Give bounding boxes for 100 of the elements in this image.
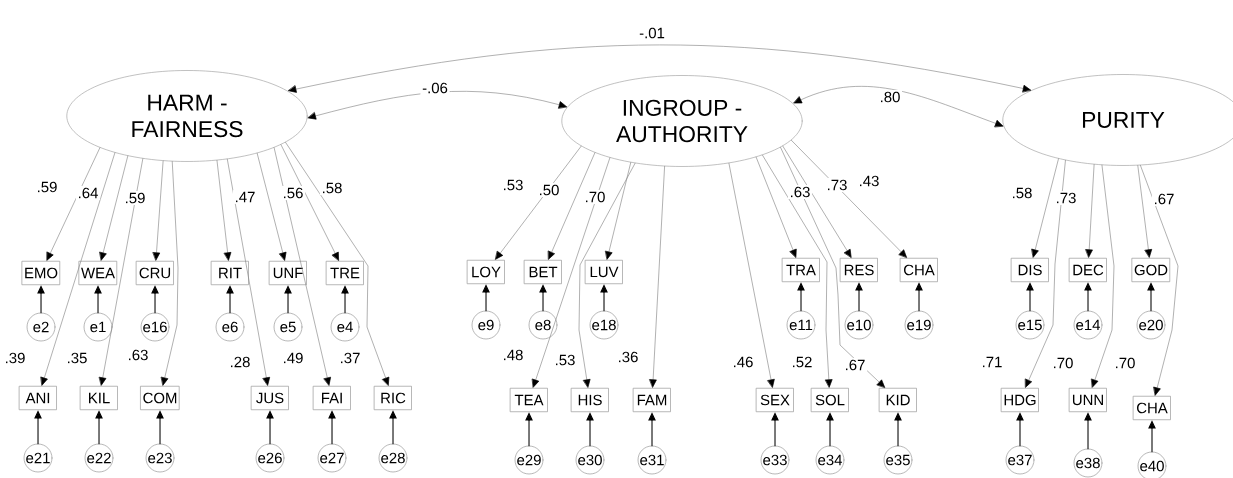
loading-arrow [1025, 159, 1066, 388]
error-arrow [1026, 282, 1034, 312]
covariance-arrow [307, 91, 567, 120]
edge-label: .67 [842, 357, 868, 373]
edge-label: .53 [500, 177, 526, 193]
loading-arrow [40, 152, 116, 386]
indicator-box: TRE [326, 260, 364, 286]
loading-arrow [99, 158, 144, 386]
indicator-box: SEX [756, 387, 794, 413]
edge-label: .59 [122, 190, 148, 206]
edge-label: .47 [232, 190, 258, 204]
error-arrow [797, 282, 805, 312]
indicator-box: CHA [1133, 395, 1171, 421]
loading-arrow [605, 162, 632, 260]
edge-label: .48 [500, 347, 526, 363]
indicator-box: JUS [251, 385, 289, 411]
edge-label: .73 [824, 177, 850, 193]
error-arrow [915, 282, 923, 312]
indicator-box: LOY [467, 259, 505, 285]
error-arrow [37, 285, 45, 314]
error-arrow [648, 412, 656, 447]
error-arrow [284, 285, 292, 314]
loading-arrow [495, 145, 582, 260]
error-arrow [328, 410, 336, 445]
loading-arrow [578, 162, 636, 388]
edge-label: .35 [64, 350, 90, 366]
indicator-box: HIS [571, 387, 609, 413]
edge-label: .46 [730, 354, 756, 370]
error-arrow [1084, 412, 1092, 450]
edge-label: -.06 [420, 80, 450, 96]
edge-label: .58 [1009, 185, 1035, 201]
loading-arrow [532, 157, 611, 388]
error-arrow [226, 285, 234, 314]
loading-arrow [256, 153, 287, 261]
loading-arrow [285, 142, 390, 386]
indicator-box: ANI [19, 385, 57, 411]
edge-label: .39 [2, 350, 28, 366]
edge-label: -.01 [637, 25, 667, 41]
edge-label: .53 [552, 352, 578, 368]
loading-arrow [762, 154, 833, 388]
indicator-box: EMO [21, 260, 61, 286]
indicator-box: FAM [633, 387, 671, 413]
loading-arrow [1091, 164, 1115, 388]
error-arrow [156, 410, 164, 445]
indicator-box: SOL [811, 387, 849, 413]
error-arrow [539, 284, 547, 312]
covariance-arrow [793, 86, 1004, 127]
error-arrow [95, 410, 103, 445]
indicator-box: TEA [510, 387, 548, 413]
edge-label: .67 [1151, 191, 1177, 207]
indicator-box: DIS [1011, 257, 1049, 283]
loading-arrow [99, 155, 129, 261]
loading-arrow [780, 147, 885, 388]
loading-arrow [152, 160, 164, 261]
error-arrow [586, 412, 594, 447]
error-arrow [771, 412, 779, 447]
indicator-box: UNN [1069, 387, 1107, 413]
indicator-box: TRA [782, 257, 820, 283]
loading-arrow [280, 144, 339, 261]
loading-arrow [755, 156, 797, 258]
edge-label: .56 [280, 185, 306, 201]
indicator-box: WEA [78, 260, 118, 286]
edge-label: .52 [789, 354, 815, 370]
indicator-box: CHA [900, 257, 938, 283]
loading-arrow [46, 147, 101, 261]
loading-arrow [216, 160, 232, 261]
edge-label: .70 [582, 189, 608, 205]
error-arrow [266, 410, 274, 445]
indicator-box: RIT [211, 260, 249, 286]
edge-label: .64 [75, 185, 101, 201]
edge-label: .80 [877, 89, 903, 105]
error-arrow [389, 410, 397, 445]
error-arrow [1084, 282, 1092, 312]
loading-arrow [649, 166, 665, 388]
edge-label: .73 [1053, 190, 1079, 206]
indicator-box: BET [524, 259, 562, 285]
error-arrow [525, 412, 533, 447]
loading-arrow [1137, 165, 1153, 258]
error-arrow [1148, 420, 1156, 453]
edge-label: .58 [319, 180, 345, 196]
edge-label: .70 [1050, 355, 1076, 371]
edge-label: .43 [856, 173, 882, 189]
indicator-box: HDG [1001, 387, 1039, 413]
error-arrow [1147, 282, 1155, 312]
covariance-arrow [288, 44, 1031, 93]
error-arrow [151, 285, 159, 314]
error-arrow [826, 412, 834, 447]
edge-label: .37 [337, 350, 363, 366]
loading-arrow [161, 161, 179, 386]
loading-arrow [1031, 158, 1059, 258]
edge-label: .63 [787, 184, 813, 200]
edge-label: .36 [615, 349, 641, 365]
indicator-box: GOD [1131, 257, 1171, 283]
edge-label: .70 [1112, 355, 1138, 371]
loading-arrow [782, 145, 852, 258]
indicator-box: RIC [374, 385, 412, 411]
loading-arrow [791, 139, 907, 258]
error-arrow [94, 285, 102, 314]
indicator-box: DEC [1069, 257, 1107, 283]
error-arrow [855, 282, 863, 312]
